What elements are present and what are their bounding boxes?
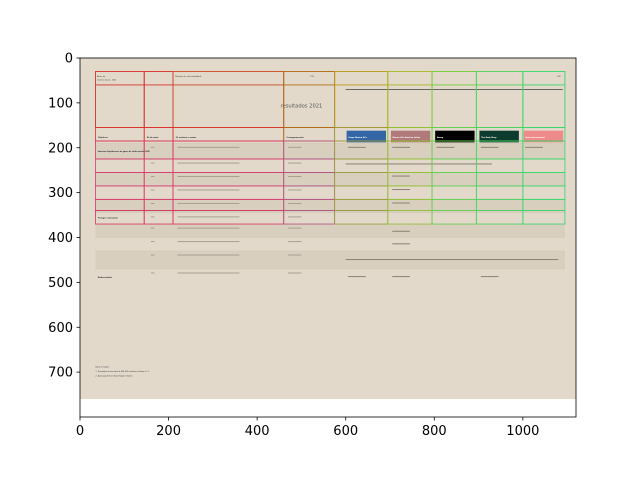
y-tick-label-200: 200 (48, 141, 73, 156)
axes: 0 200 400 600 800 1000 0 100 200 300 400 500 600 700 (48, 52, 577, 439)
x-tick-label-1000: 1000 (506, 424, 539, 439)
x-tick-label-200: 200 (156, 424, 181, 439)
x-tick-label-600: 600 (333, 424, 358, 439)
doc-row-num-1 (150, 162, 155, 164)
doc-col-header-5: Natura &Co América Latina (393, 136, 421, 139)
doc-row-cron-8 (288, 254, 302, 256)
doc-value-9 (392, 243, 410, 245)
doc-row-band-4 (95, 199, 565, 213)
doc-value-10 (392, 276, 410, 278)
doc-row-text-0 (177, 146, 240, 148)
y-tick-label-500: 500 (48, 276, 73, 291)
x-tick-label-800: 800 (422, 424, 447, 439)
doc-col-header-3: Cronograma-alvo (286, 136, 304, 139)
doc-value-7 (392, 202, 410, 204)
doc-row-cron-5 (288, 216, 302, 218)
doc-header-far-right: 139 (557, 76, 561, 78)
doc-col-header-0: Objetivos (98, 136, 108, 139)
doc-footnote-3: 2 - Aprovação Science Based Targets init… (96, 375, 134, 378)
y-tick-label-400: 400 (48, 231, 73, 246)
doc-value-2 (436, 146, 455, 148)
doc-row-text-9 (177, 272, 240, 274)
doc-col-header-6: Aesop (437, 137, 444, 139)
x-tick-label-0: 0 (76, 424, 84, 439)
doc-row-cron-9 (288, 272, 302, 274)
annotation-cell-6-8 (522, 210, 566, 225)
doc-row-num-3 (150, 189, 155, 191)
doc-row-cron-4 (288, 202, 302, 204)
doc-row-text-5 (177, 216, 240, 218)
doc-row-text-4 (177, 202, 240, 204)
doc-row-cron-0 (288, 146, 302, 148)
doc-group-1: Emissões líquidas zero de gases de efeit… (98, 150, 150, 153)
y-tick-label-300: 300 (48, 186, 73, 201)
doc-col-header-bg-7 (479, 130, 519, 143)
doc-col-header-2: 31 métricas e metas (176, 136, 197, 139)
y-tick-label-600: 600 (48, 321, 73, 336)
doc-col-header-bg-8 (523, 130, 564, 143)
doc-col-header-4: Grupo Natura &Co (348, 136, 367, 139)
doc-value-3 (480, 146, 499, 148)
doc-row-text-2 (177, 176, 240, 178)
doc-row-num-4 (150, 202, 155, 204)
doc-row-cron-2 (288, 176, 302, 178)
doc-header-title: resultados 2021 (280, 103, 322, 109)
doc-col-header-7: The Body Shop (481, 137, 497, 139)
doc-footnote-2: 1 - Resultados do inventário de GEE 2020… (96, 370, 150, 373)
doc-value-12 (480, 276, 499, 278)
doc-value-4 (525, 146, 543, 148)
x-tick-label-400: 400 (245, 424, 270, 439)
doc-value-11 (347, 276, 366, 278)
doc-col-header-8: Avon Internacional (526, 136, 545, 139)
doc-value-8 (392, 230, 410, 232)
doc-group-3: Biodiversidade (98, 276, 113, 279)
doc-row-band-0 (95, 143, 565, 159)
doc-value-1 (392, 146, 410, 148)
doc-col-header-1: Nº da meta (147, 136, 159, 139)
doc-value-5 (392, 175, 410, 177)
doc-row-cron-7 (288, 241, 302, 243)
doc-row-band-6 (95, 224, 565, 238)
doc-col-header-bg-5 (390, 130, 431, 143)
doc-row-num-8 (150, 254, 155, 256)
doc-header-mid: Relatório de sustentabilidade (175, 75, 202, 78)
y-tick-label-0: 0 (65, 52, 73, 67)
doc-row-text-7 (177, 241, 240, 243)
doc-row-num-6 (150, 227, 155, 229)
y-tick-label-100: 100 (48, 96, 73, 111)
doc-row-num-0 (150, 146, 155, 148)
doc-col-header-bg-6 (435, 130, 475, 143)
doc-row-num-2 (150, 176, 155, 178)
doc-row-cron-6 (288, 227, 302, 229)
y-tick-label-700: 700 (48, 366, 73, 381)
doc-row-num-9 (150, 272, 155, 274)
doc-col-header-bg-4 (346, 130, 387, 143)
doc-row-cron-3 (288, 189, 302, 191)
doc-value-0 (347, 146, 366, 148)
doc-merged-text-1 (345, 163, 492, 165)
doc-row-num-7 (150, 241, 155, 243)
doc-header-left-1: Nome do (97, 76, 105, 78)
doc-row-text-3 (177, 189, 240, 191)
doc-group-2: Proteger a Amazônia (98, 217, 118, 220)
doc-footnote-1: Notas de rodapé: (96, 366, 110, 369)
doc-row-text-1 (177, 162, 240, 164)
doc-header-right: 139 (310, 76, 314, 78)
doc-header-left-2: relatório anual - 2021 (97, 78, 116, 81)
doc-row-num-5 (150, 216, 155, 218)
doc-row-text-6 (177, 227, 240, 229)
doc-row-text-8 (177, 254, 240, 256)
doc-value-6 (392, 189, 410, 191)
doc-merged-text-2 (345, 259, 559, 261)
doc-row-cron-1 (288, 162, 302, 164)
doc-row-band-2 (95, 172, 565, 186)
